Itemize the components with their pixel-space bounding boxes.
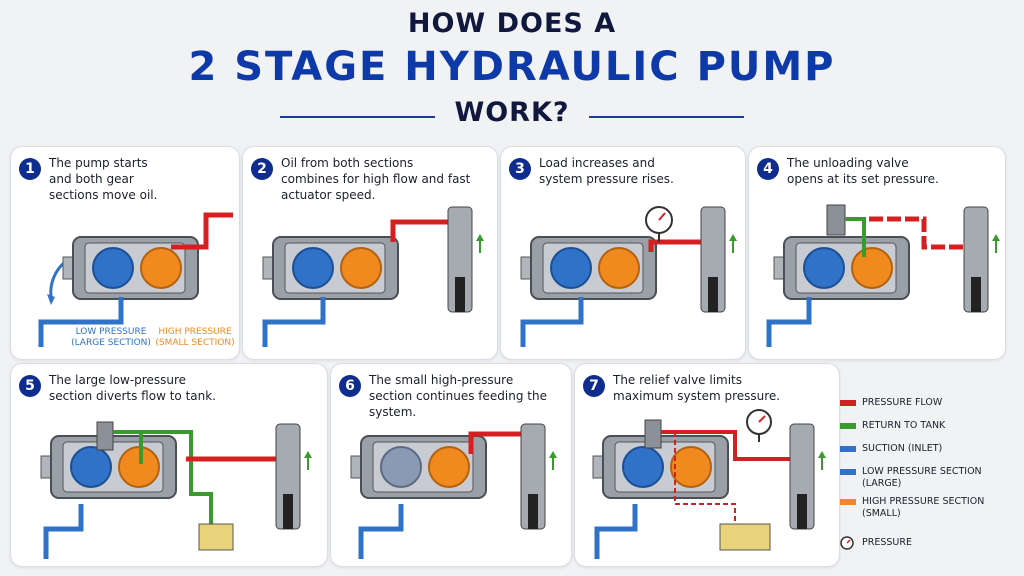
step-6-diagram — [350, 423, 557, 559]
step-4-panel: 4 The unloading valve opens at its set p… — [748, 146, 1006, 360]
step-6-panel: 6 The small high-pressure section contin… — [330, 363, 572, 567]
oil-tank-icon — [198, 523, 234, 551]
pump-body — [350, 435, 487, 499]
pump-body — [40, 435, 177, 499]
step-5-diagram — [40, 421, 312, 559]
legend-item-low-pressure: LOW PRESSURE SECTION (LARGE) — [840, 466, 992, 490]
step-6-number: 6 — [339, 375, 361, 397]
step-3-diagram — [520, 206, 737, 347]
pump-body — [62, 236, 199, 300]
pump-body — [520, 236, 657, 300]
low-pressure-gear-icon — [803, 247, 845, 289]
low-pressure-gear-icon — [550, 247, 592, 289]
oil-tank-icon — [719, 523, 771, 551]
unloading-valve-icon — [96, 421, 114, 451]
step-3-panel: 3 Load increases and system pressure ris… — [500, 146, 746, 360]
step-2-panel: 2 Oil from both sections combines for hi… — [242, 146, 498, 360]
legend-item-suction: SUCTION (INLET) — [840, 443, 942, 455]
legend-item-return: RETURN TO TANK — [840, 420, 945, 432]
hydraulic-cylinder-icon — [520, 423, 546, 530]
low-pressure-gear-icon — [92, 247, 134, 289]
step-4-text: The unloading valve opens at its set pre… — [787, 156, 939, 186]
high-pressure-gear-icon — [851, 247, 893, 289]
hydraulic-cylinder-icon — [447, 206, 473, 313]
low-pressure-gear-icon — [380, 446, 422, 488]
unloading-valve-icon — [826, 204, 846, 236]
step-2-number: 2 — [251, 158, 273, 180]
step-1-number: 1 — [19, 158, 41, 180]
step-3-number: 3 — [509, 158, 531, 180]
low-pressure-gear-icon — [70, 446, 112, 488]
step-6-text: The small high-pressure section continue… — [369, 373, 547, 419]
hydraulic-cylinder-icon — [275, 423, 301, 530]
step-1-panel: 1 The pump starts and both gear sections… — [10, 146, 240, 360]
step-7-text: The relief valve limits maximum system p… — [613, 373, 781, 403]
step-5-panel: 5 The large low-pressure section diverts… — [10, 363, 328, 567]
title-line-3: WORK? — [454, 97, 570, 128]
hydraulic-cylinder-icon — [700, 206, 726, 313]
step-5-number: 5 — [19, 375, 41, 397]
step-4-number: 4 — [757, 158, 779, 180]
legend-item-pressure: PRESSURE — [840, 536, 912, 550]
high-pressure-gear-icon — [140, 247, 182, 289]
title-line-1: HOW DOES A — [407, 8, 617, 39]
step-7-diagram — [592, 409, 826, 559]
title-divider-right — [589, 116, 744, 118]
low-pressure-gear-icon — [622, 446, 664, 488]
high-pressure-gear-icon — [670, 446, 712, 488]
legend-item-high-pressure: HIGH PRESSURE SECTION (SMALL) — [840, 496, 992, 520]
low-pressure-gear-icon — [292, 247, 334, 289]
step-2-diagram — [262, 206, 484, 347]
pressure-gauge-icon — [840, 536, 854, 550]
high-pressure-label: HIGH PRESSURE (SMALL SECTION) — [155, 327, 235, 348]
step-5-text: The large low-pressure section diverts f… — [49, 373, 216, 403]
pump-body — [262, 236, 399, 300]
step-1-diagram — [38, 212, 233, 347]
step-7-number: 7 — [583, 375, 605, 397]
pump-body — [592, 435, 729, 499]
step-2-text: Oil from both sections combines for high… — [281, 156, 471, 202]
high-pressure-gear-icon — [428, 446, 470, 488]
pump-body — [773, 236, 910, 300]
step-4-diagram — [766, 204, 1000, 347]
title-divider-left — [280, 116, 435, 118]
high-pressure-gear-icon — [340, 247, 382, 289]
title-line-2: 2 STAGE HYDRAULIC PUMP — [188, 44, 836, 90]
step-3-text: Load increases and system pressure rises… — [539, 156, 674, 186]
step-7-panel: 7 The relief valve limits maximum system… — [574, 363, 840, 567]
legend-item-pressure-flow: PRESSURE FLOW — [840, 397, 942, 409]
hydraulic-cylinder-icon — [963, 206, 989, 313]
high-pressure-gear-icon — [598, 247, 640, 289]
step-1-text: The pump starts and both gear sections m… — [49, 156, 158, 202]
low-pressure-label: LOW PRESSURE (LARGE SECTION) — [71, 327, 151, 348]
relief-valve-icon — [644, 419, 662, 449]
hydraulic-cylinder-icon — [789, 423, 815, 530]
